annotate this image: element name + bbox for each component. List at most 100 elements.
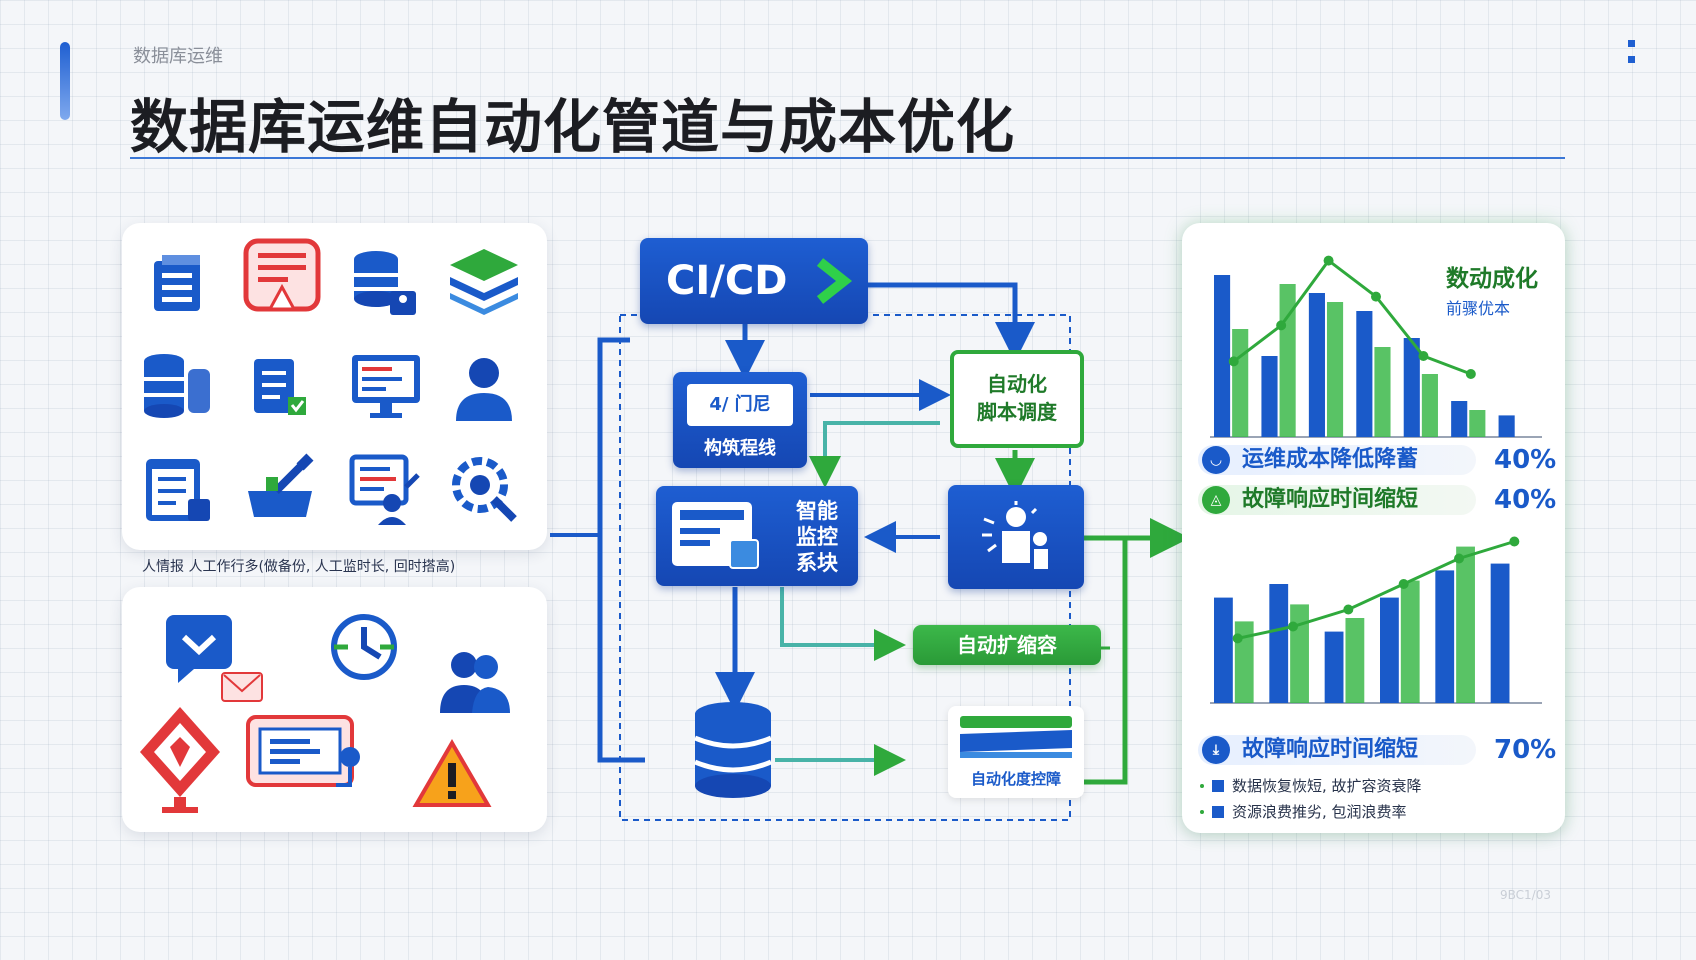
backup-label: 自动化度控障 [970, 770, 1061, 788]
monitor-line-1: 智能 [796, 499, 838, 523]
agent-icon [982, 501, 1048, 569]
bullet-dot [1200, 784, 1204, 788]
automation-agent-node [948, 485, 1084, 589]
bar-series-a [1403, 338, 1420, 437]
checklist-icon [254, 359, 306, 415]
gear-search-icon [452, 457, 517, 522]
bar-series-a [1490, 563, 1510, 703]
metric-value: 40% [1494, 485, 1557, 515]
alert-triangle-icon [412, 739, 492, 807]
bar-series-b [1456, 546, 1475, 703]
terminal-icon [246, 715, 360, 787]
trend-point [1276, 320, 1287, 331]
bar-series-a [1261, 356, 1278, 437]
trend-point [1288, 621, 1298, 632]
bar-series-b [1374, 347, 1391, 437]
bullet-text: 资源浪费推劣, 包润浪费率 [1232, 803, 1407, 821]
timer-icon [331, 614, 397, 680]
bar-series-b [1290, 604, 1309, 703]
team-icon [440, 652, 510, 713]
database-user-icon [354, 251, 416, 315]
trend-point [1398, 579, 1409, 589]
bullet-square [1212, 780, 1224, 792]
trend-point [1509, 536, 1520, 547]
incident-card [122, 587, 547, 832]
bar-series-a [1435, 570, 1455, 703]
metric-label: 故障响应时间缩短 [1198, 485, 1476, 515]
database-node-icon [694, 702, 772, 798]
bar-series-a [1380, 597, 1399, 703]
metric-value: 70% [1494, 735, 1557, 765]
bar-series-b [1232, 329, 1249, 437]
bar-series-a [1451, 401, 1468, 437]
bullet-item: 资源浪费推劣, 包润浪费率 [1200, 801, 1407, 822]
backup-control-node: 自动化度控障 [948, 706, 1084, 798]
backup-storage-icon [960, 716, 1072, 758]
bullet-dot [1200, 810, 1204, 814]
trend-point [1343, 604, 1354, 615]
user-icon: ◬ [1202, 486, 1230, 514]
alert-document-icon [243, 238, 321, 312]
bar-series-b [1469, 410, 1486, 437]
bar-series-a [1269, 584, 1289, 703]
operator-icon [456, 358, 512, 421]
monitor-line-3: 系块 [796, 551, 838, 575]
monitor-icon [352, 355, 420, 418]
server-icon [154, 255, 200, 311]
smart-monitor-node: 智能 监控 系块 [656, 486, 858, 586]
build-badge: 4/ 门尼 [687, 384, 793, 426]
bar-series-a [1308, 293, 1325, 437]
dashboard-icon [672, 502, 759, 569]
bar-series-a [1214, 597, 1233, 703]
cicd-label: CI/CD [666, 258, 788, 304]
report-user-icon [349, 454, 420, 525]
trend-point [1323, 255, 1334, 266]
bar-series-b [1400, 580, 1420, 703]
autoscale-node: 自动扩缩容 [913, 625, 1101, 665]
trend-point [1454, 553, 1464, 564]
results-card: 数动成化 前骤优本 运维成本降低降蓄 ◡ 40% 故障响应时间缩短 ◬ 40% … [1182, 223, 1565, 833]
bullet-text: 数据恢复恢短, 故扩容资衰降 [1232, 777, 1422, 795]
cost-chart [1210, 255, 1542, 438]
layers-icon [450, 249, 518, 315]
monitor-line-2: 监控 [796, 525, 838, 549]
bar-series-b [1421, 374, 1438, 437]
script-line-1: 自动化 [987, 372, 1047, 396]
bar-series-a [1356, 311, 1373, 437]
script-scheduler-node: 自动化 脚本调度 [950, 350, 1084, 448]
bullet-square [1212, 806, 1224, 818]
trend-line [1232, 258, 1472, 376]
bar-series-b [1345, 618, 1365, 703]
build-label: 构筑程线 [704, 438, 776, 459]
trend-point [1232, 633, 1243, 644]
tools-icon [248, 453, 314, 517]
watermark: 9BC1/03 [1500, 888, 1551, 902]
clipboard-icon [146, 459, 210, 521]
trend-point [1418, 351, 1429, 361]
chart-legend-primary: 数动成化 [1446, 266, 1538, 292]
legacy-tools-card [122, 223, 547, 550]
monitor-label: 智能 监控 系块 [796, 498, 852, 576]
bar-series-a [1214, 275, 1231, 437]
trend-point [1465, 369, 1476, 379]
title-underline [130, 157, 1565, 159]
trend-line [1237, 540, 1515, 640]
improvement-chart [1210, 536, 1542, 704]
cicd-node: CI/CD [640, 238, 868, 324]
metric-label: 故障响应时间缩短 [1198, 735, 1476, 765]
section-label: 数据库运维 [133, 46, 223, 67]
chevron-right-icon [816, 258, 853, 304]
metric-value: 40% [1494, 445, 1557, 475]
mail-icon [221, 672, 263, 702]
database-icon [144, 354, 210, 418]
accent-bar [60, 42, 70, 120]
download-icon: ⤓ [1202, 736, 1230, 764]
bar-series-a [1324, 631, 1344, 703]
bar-series-b [1326, 302, 1344, 437]
warning-sign-icon [140, 707, 220, 813]
bar-series-a [1498, 415, 1515, 437]
pain-points-caption: 人情报 人工作行多(做备份, 人工监时长, 回时搭高) [142, 559, 456, 575]
message-icon [166, 615, 232, 683]
corner-marker [1628, 40, 1635, 47]
chart-legend-secondary: 前骤优本 [1446, 299, 1511, 318]
